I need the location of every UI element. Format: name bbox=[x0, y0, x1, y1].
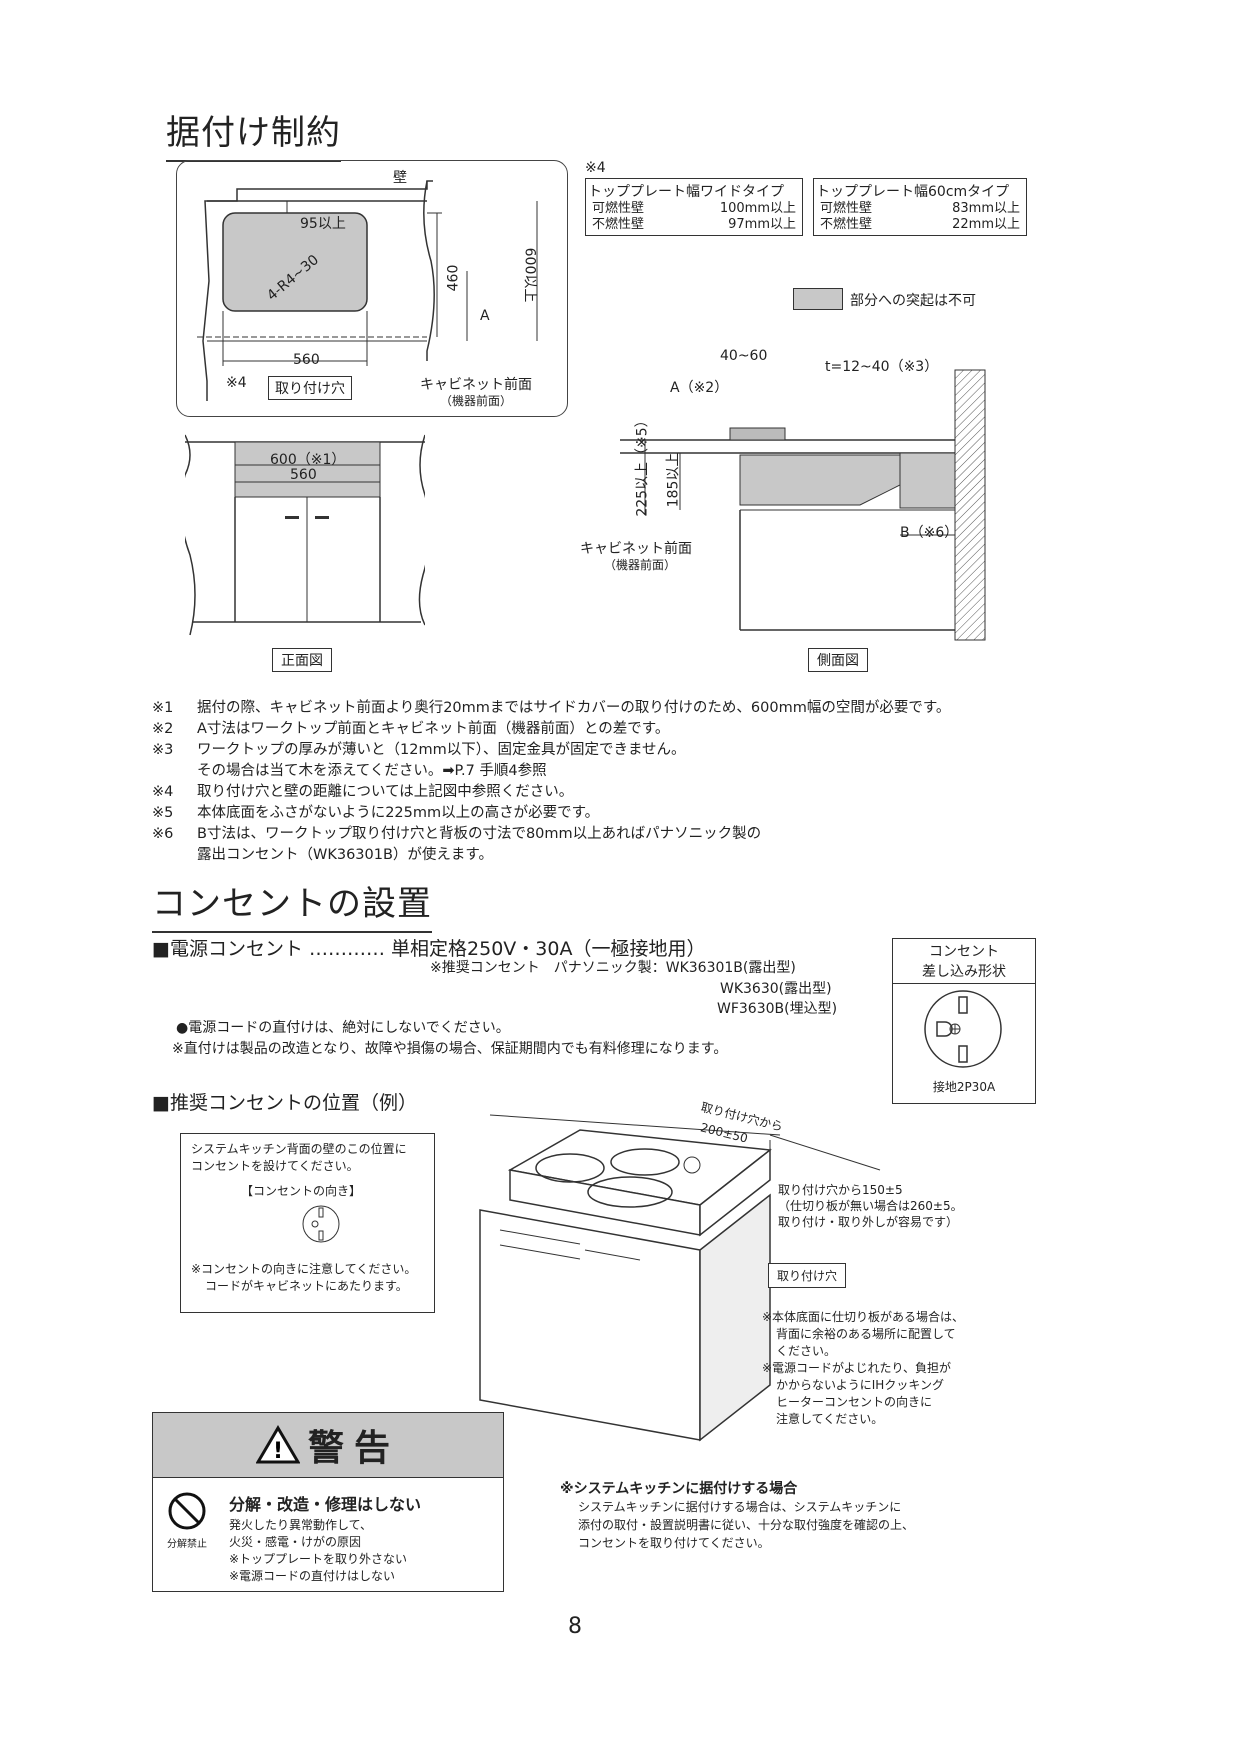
front-view-label: 正面図 bbox=[272, 648, 332, 672]
cutout-diagram bbox=[197, 180, 538, 401]
dim-560: 560 bbox=[293, 352, 320, 368]
cabinet-front-label: キャビネット前面 bbox=[420, 377, 532, 393]
std-type-table: トッププレート幅60cmタイプ 可燃性壁 83mm以上 不燃性壁 22mm以上 bbox=[813, 178, 1027, 236]
plug-caption: 接地2P30A bbox=[932, 1080, 996, 1094]
side-view-diagram bbox=[620, 369, 986, 641]
side-dim-225: 225以上（※5） bbox=[634, 413, 651, 517]
warning-box: ! 警告 分解禁止 分解・改造・修理はしない 発火したり異常動作して、 火災・感… bbox=[152, 1412, 504, 1592]
dim-600: 600以上 bbox=[521, 247, 538, 303]
wall-label: 壁 bbox=[393, 170, 407, 186]
outlet-callout: システムキッチン背面の壁のこの位置に コンセントを設けてください。 【コンセント… bbox=[180, 1133, 435, 1313]
std-type-title: トッププレート幅60cmタイプ bbox=[816, 184, 1010, 200]
svg-text:!: ! bbox=[273, 1439, 283, 1464]
warning-triangle-icon: ! bbox=[255, 1425, 300, 1464]
wide-row-value: 100mm以上 bbox=[719, 201, 796, 216]
warning-header: ! 警告 bbox=[153, 1413, 503, 1478]
front-dim-600: 600（※1） bbox=[270, 452, 346, 468]
side-b-note: B（※6） bbox=[900, 525, 959, 541]
std-row-value: 22mm以上 bbox=[952, 217, 1020, 232]
note4-header: ※4 bbox=[585, 160, 606, 176]
page-number: 8 bbox=[568, 1614, 582, 1639]
side-cabinet-front: キャビネット前面 bbox=[580, 541, 692, 557]
wide-row-label: 不燃性壁 bbox=[592, 217, 645, 232]
plug-box-title: コンセント差し込み形状 bbox=[893, 939, 1035, 984]
side-notes: ※本体底面に仕切り板がある場合は、 背面に余裕のある場所に配置して ください。 … bbox=[762, 1310, 965, 1426]
side-thickness: t=12~40（※3） bbox=[825, 359, 939, 375]
recommended-outlet-2: WK3630(露出型) bbox=[720, 981, 832, 997]
dim-460: 460 bbox=[445, 264, 462, 292]
section-title-installation: 据付け制約 bbox=[166, 105, 341, 162]
position-heading: ■推奨コンセントの位置（例） bbox=[152, 1092, 417, 1114]
system-kitchen-heading: ※システムキッチンに据付けする場合 bbox=[560, 1481, 798, 1497]
note4-mark: ※4 bbox=[226, 375, 247, 391]
plug-shape-box: コンセント差し込み形状 接地2P30A bbox=[892, 938, 1036, 1104]
warning-bullet-2: ※直付けは製品の改造となり、故障や損傷の場合、保証期間内でも有料修理になります。 bbox=[172, 1041, 728, 1057]
wide-type-table: トッププレート幅ワイドタイプ 可燃性壁 100mm以上 不燃性壁 97mm以上 bbox=[585, 178, 803, 236]
dim-150-2: （仕切り板が無い場合は260±5。 bbox=[778, 1199, 963, 1213]
std-row-label: 不燃性壁 bbox=[820, 217, 873, 232]
mounting-hole-label: 取り付け穴 bbox=[268, 376, 352, 400]
cutout-diagram-frame bbox=[176, 160, 568, 417]
side-view-label: 側面図 bbox=[808, 648, 868, 672]
std-row-label: 可燃性壁 bbox=[820, 201, 873, 216]
dim-a: A bbox=[480, 308, 490, 324]
recommended-outlet: ※推奨コンセント パナソニック製：WK36301B(露出型) bbox=[430, 960, 796, 976]
std-row-value: 83mm以上 bbox=[952, 201, 1020, 216]
mounting-hole-tag: 取り付け穴 bbox=[768, 1263, 847, 1288]
section-title-outlet: コンセントの設置 bbox=[152, 876, 432, 933]
power-outlet-spec: ■電源コンセント ………… 単相定格250V・30A（一極接地用） bbox=[152, 938, 706, 960]
dim-150-3: 取り付け・取り外しが容易です） bbox=[778, 1215, 959, 1229]
footnote-3b: その場合は当て木を添えてください。➡P.7 手順4参照 bbox=[197, 763, 547, 779]
wide-type-title: トッププレート幅ワイドタイプ bbox=[588, 184, 784, 200]
front-dim-560: 560 bbox=[290, 467, 317, 483]
device-front-label: （機器前面） bbox=[440, 394, 513, 408]
warning-heading: 分解・改造・修理はしない bbox=[229, 1495, 422, 1514]
warning-bullet-1: ●電源コードの直付けは、絶対にしないでください。 bbox=[176, 1020, 510, 1036]
side-a-note: A（※2） bbox=[670, 380, 729, 396]
wide-row-value: 97mm以上 bbox=[728, 217, 796, 232]
system-kitchen-text: システムキッチンに据付けする場合は、システムキッチンに 添付の取付・設置説明書に… bbox=[578, 1500, 915, 1550]
legend-swatch bbox=[793, 288, 843, 310]
plug-shape-icon bbox=[924, 990, 1002, 1068]
recommended-outlet-3: WF3630B(埋込型) bbox=[717, 1001, 838, 1017]
kitchen-cabinet-illustration bbox=[479, 1114, 881, 1442]
no-disassembly-icon bbox=[168, 1492, 206, 1530]
no-disassembly-caption: 分解禁止 bbox=[167, 1539, 207, 1550]
warning-title: 警告 bbox=[307, 1428, 400, 1469]
dim-95: 95以上 bbox=[300, 216, 346, 232]
warning-lines: 発火したり異常動作して、 火災・感電・けがの原因 ※トッププレートを取り外さない… bbox=[229, 1518, 408, 1583]
footnote-6b: 露出コンセント（WK36301B）が使えます。 bbox=[197, 847, 493, 863]
side-dim-4060: 40~60 bbox=[720, 348, 768, 364]
legend-text: 部分への突起は不可 bbox=[850, 293, 976, 309]
side-dim-185: 185以上 bbox=[665, 452, 682, 508]
wide-row-label: 可燃性壁 bbox=[592, 201, 645, 216]
front-view-diagram bbox=[185, 434, 425, 636]
dim-150-1: 取り付け穴から150±5 bbox=[778, 1183, 903, 1197]
outlet-orientation-icon bbox=[302, 1205, 340, 1243]
side-device-front: （機器前面） bbox=[604, 558, 677, 572]
